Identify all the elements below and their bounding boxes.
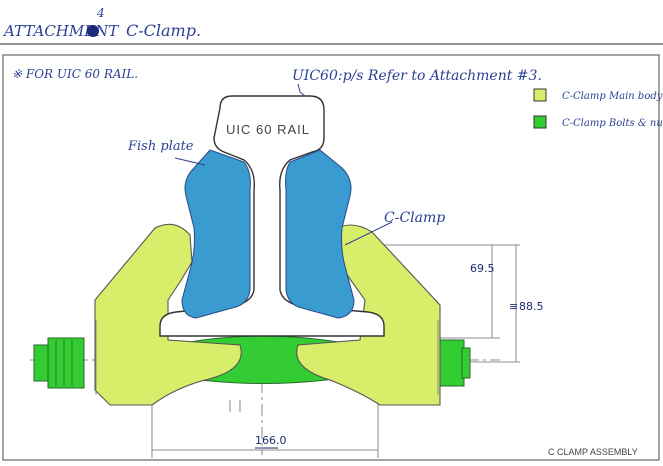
fish-plate-right: [285, 149, 355, 319]
rail-note: ※ FOR UIC 60 RAIL.: [12, 67, 138, 81]
legend-swatch-bolts: [533, 115, 547, 129]
dimension-height-outer: 88.5: [519, 300, 544, 313]
legend-label-bolts: C-Clamp Bolts & nut: [562, 118, 663, 129]
fish-plate-leader: [174, 157, 206, 166]
drawing-frame: [2, 54, 660, 461]
legend: C-Clamp Main body C-Clamp Bolts & nut: [533, 88, 663, 129]
dimension-width: 166.0: [255, 434, 287, 447]
clamp-body-left: [94, 223, 242, 406]
leader-lines: [174, 83, 393, 246]
header-suffix: C-Clamp.: [126, 21, 201, 40]
rail-profile: [159, 95, 385, 337]
header-number: 4: [96, 6, 105, 20]
header: ATTACHMENT 4 C-Clamp.: [2, 6, 201, 40]
legend-label-main-body: C-Clamp Main body: [562, 91, 663, 102]
uic60-rail: UIC 60 RAIL: [159, 95, 385, 337]
fish-plates: [181, 149, 355, 319]
c-clamp-label: C-Clamp: [384, 210, 445, 226]
fish-plate-label: Fish plate: [127, 139, 194, 154]
refer-note-leader: [297, 83, 306, 97]
right-bolt-cap: [461, 347, 471, 379]
footer-title: C CLAMP ASSEMBLY: [548, 447, 638, 457]
fish-plate-left: [181, 149, 251, 319]
header-prefix: ATTACHMENT: [2, 22, 119, 40]
left-nut: [47, 337, 85, 389]
refer-note: UIC60:p/s Refer to Attachment #3.: [292, 68, 542, 84]
dimension-height-inner: 69.5: [470, 262, 495, 275]
right-bolt-head: [437, 339, 465, 387]
dimension-height-outer-marker: ≡: [509, 300, 518, 313]
legend-swatch-main-body: [533, 88, 547, 102]
c-clamp-leader: [344, 221, 393, 246]
rail-label: UIC 60 RAIL: [226, 122, 310, 137]
attachment-marker-icon: [87, 25, 99, 37]
